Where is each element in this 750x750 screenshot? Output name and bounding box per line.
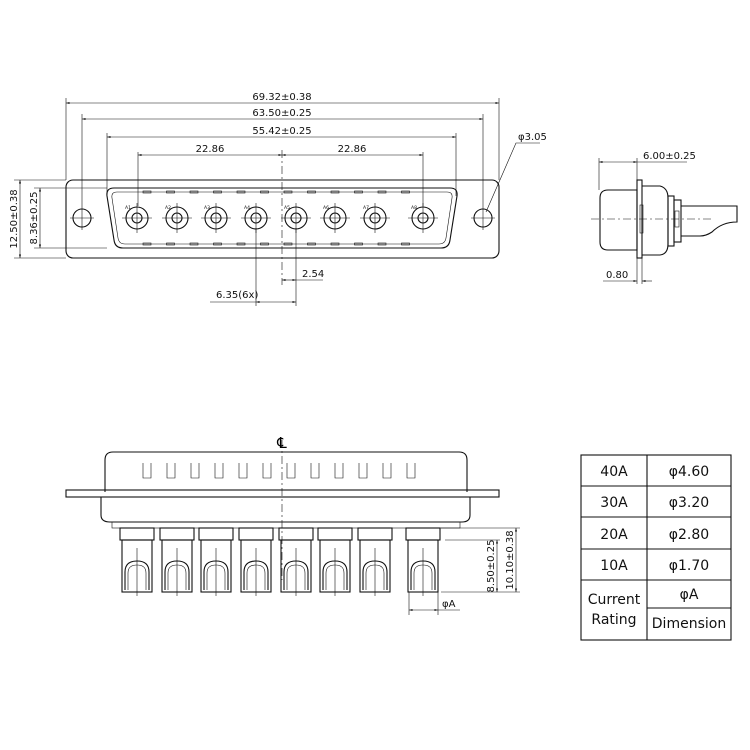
contact-slot-mark [142,190,152,194]
dim-half-right: 22.86 [338,144,367,155]
dim-height: 12.50±0.38 [9,189,20,248]
table-row: 30A φ3.20 [600,495,709,511]
contact-slot-mark [330,190,340,194]
dim-hole-diameter: φ3.05 [518,132,547,143]
vent-slot [406,463,416,479]
dim-shell-height: 8.36±0.25 [29,192,40,245]
rating-table: 40A φ4.60 30A φ3.20 20A φ2.80 10A φ1.70 Current… [580,454,732,641]
dim-shell-width: 55.42±0.25 [252,126,311,137]
pin-terminal [159,527,195,596]
vent-slot [262,463,272,479]
contact-slot-mark [377,242,387,246]
pin-contact: A1 [122,203,152,233]
flange-outline [65,179,500,259]
contact-slot-mark [213,242,222,246]
current-rating-cell: 20A [600,527,628,543]
current-rating-cell: 10A [600,558,628,574]
contact-slot-mark [260,242,269,246]
pin-terminal [119,527,155,596]
contact-slot-mark [354,242,363,246]
vent-slot [286,463,296,479]
contact-slot-mark [283,242,293,246]
vent-slot [214,463,224,479]
dimension-cell: φ3.20 [669,495,709,511]
pin-label: A7 [363,205,369,211]
mount-hole-left [70,206,94,230]
dim-flange-thickness: 0.80 [606,270,628,281]
pin-label: A5 [284,205,290,211]
mount-hole-right [471,206,495,230]
table-row: 40A φ4.60 [600,464,709,480]
dimension-cell: φ2.80 [669,527,709,543]
pin-label: A6 [323,205,329,211]
contact-slot-mark [189,242,199,246]
centerline-symbol: ℄ [276,434,287,452]
dim-depth: 6.00±0.25 [643,151,696,162]
vent-slot [382,463,392,479]
pin-terminal [198,527,234,596]
vent-slot [142,463,152,479]
contact-slot-mark [189,190,199,194]
pin-contact: A3 [201,203,231,233]
pin-label: A4 [244,205,250,211]
vent-slot [310,463,320,479]
contact-slot-mark [213,190,222,194]
dim-offset: 2.54 [302,269,324,280]
side-view: 6.00±0.25 0.80 [591,151,738,284]
header-dimension: Dimension [652,616,726,632]
pin-terminal [278,527,314,596]
vent-slot [238,463,248,479]
pin-terminal [317,527,353,596]
front-view: ℄ 8.50±0.25 10.10±0.38 φA [65,434,520,615]
dim-pitch: 6.35(6x) [216,290,258,301]
table-row: 10A φ1.70 [600,558,709,574]
header-current-line2: Rating [591,612,636,628]
pin-label: A8 [411,205,417,211]
contact-slot-mark [142,242,152,246]
pin-contact: A7 [360,203,390,233]
table-row: 20A φ2.80 [600,527,709,543]
pin-label: A2 [165,205,171,211]
pin-terminal [238,527,274,596]
contact-slot-mark [330,242,340,246]
contact-slot-mark [377,190,387,194]
dimension-cell: φ1.70 [669,558,709,574]
top-view: A1 A2 A3 A4 A5 A6 A7 A8 [9,92,547,306]
pin-label: A3 [204,205,210,211]
dim-mount-hole-spacing: 63.50±0.25 [252,108,311,119]
dim-pin-diameter: φA [442,599,456,610]
dim-total-length: 10.10±0.38 [505,530,516,589]
contact-slot-mark [354,190,363,194]
contact-slot-mark [307,242,316,246]
vent-slot [190,463,200,479]
dim-overall-width: 69.32±0.38 [252,92,311,103]
dim-pin-length: 8.50±0.25 [486,540,497,593]
contact-slot-mark [260,190,269,194]
dim-half-left: 22.86 [196,144,225,155]
vent-slot [358,463,368,479]
contact-slot-mark [166,190,175,194]
header-phi-a: φA [680,587,699,603]
vent-slot [166,463,176,479]
pin-terminal [405,527,441,596]
pin-label: A1 [125,205,131,211]
header-current-line1: Current [588,592,641,608]
pin-terminal [357,527,393,596]
contact-slot-mark [401,242,410,246]
contact-slot-mark [307,190,316,194]
current-rating-cell: 40A [600,464,628,480]
vent-slot [334,463,344,479]
contact-slot-mark [236,190,246,194]
pin-contact: A5 [281,203,311,233]
pin-contact: A6 [320,203,350,233]
current-rating-cell: 30A [600,495,628,511]
contact-slot-mark [401,190,410,194]
dimension-cell: φ4.60 [669,464,709,480]
pin-contact: A2 [162,203,192,233]
contact-slot-mark [283,190,293,194]
pin-contact: A8 [408,203,438,233]
contact-slot-mark [166,242,175,246]
contact-slot-mark [236,242,246,246]
